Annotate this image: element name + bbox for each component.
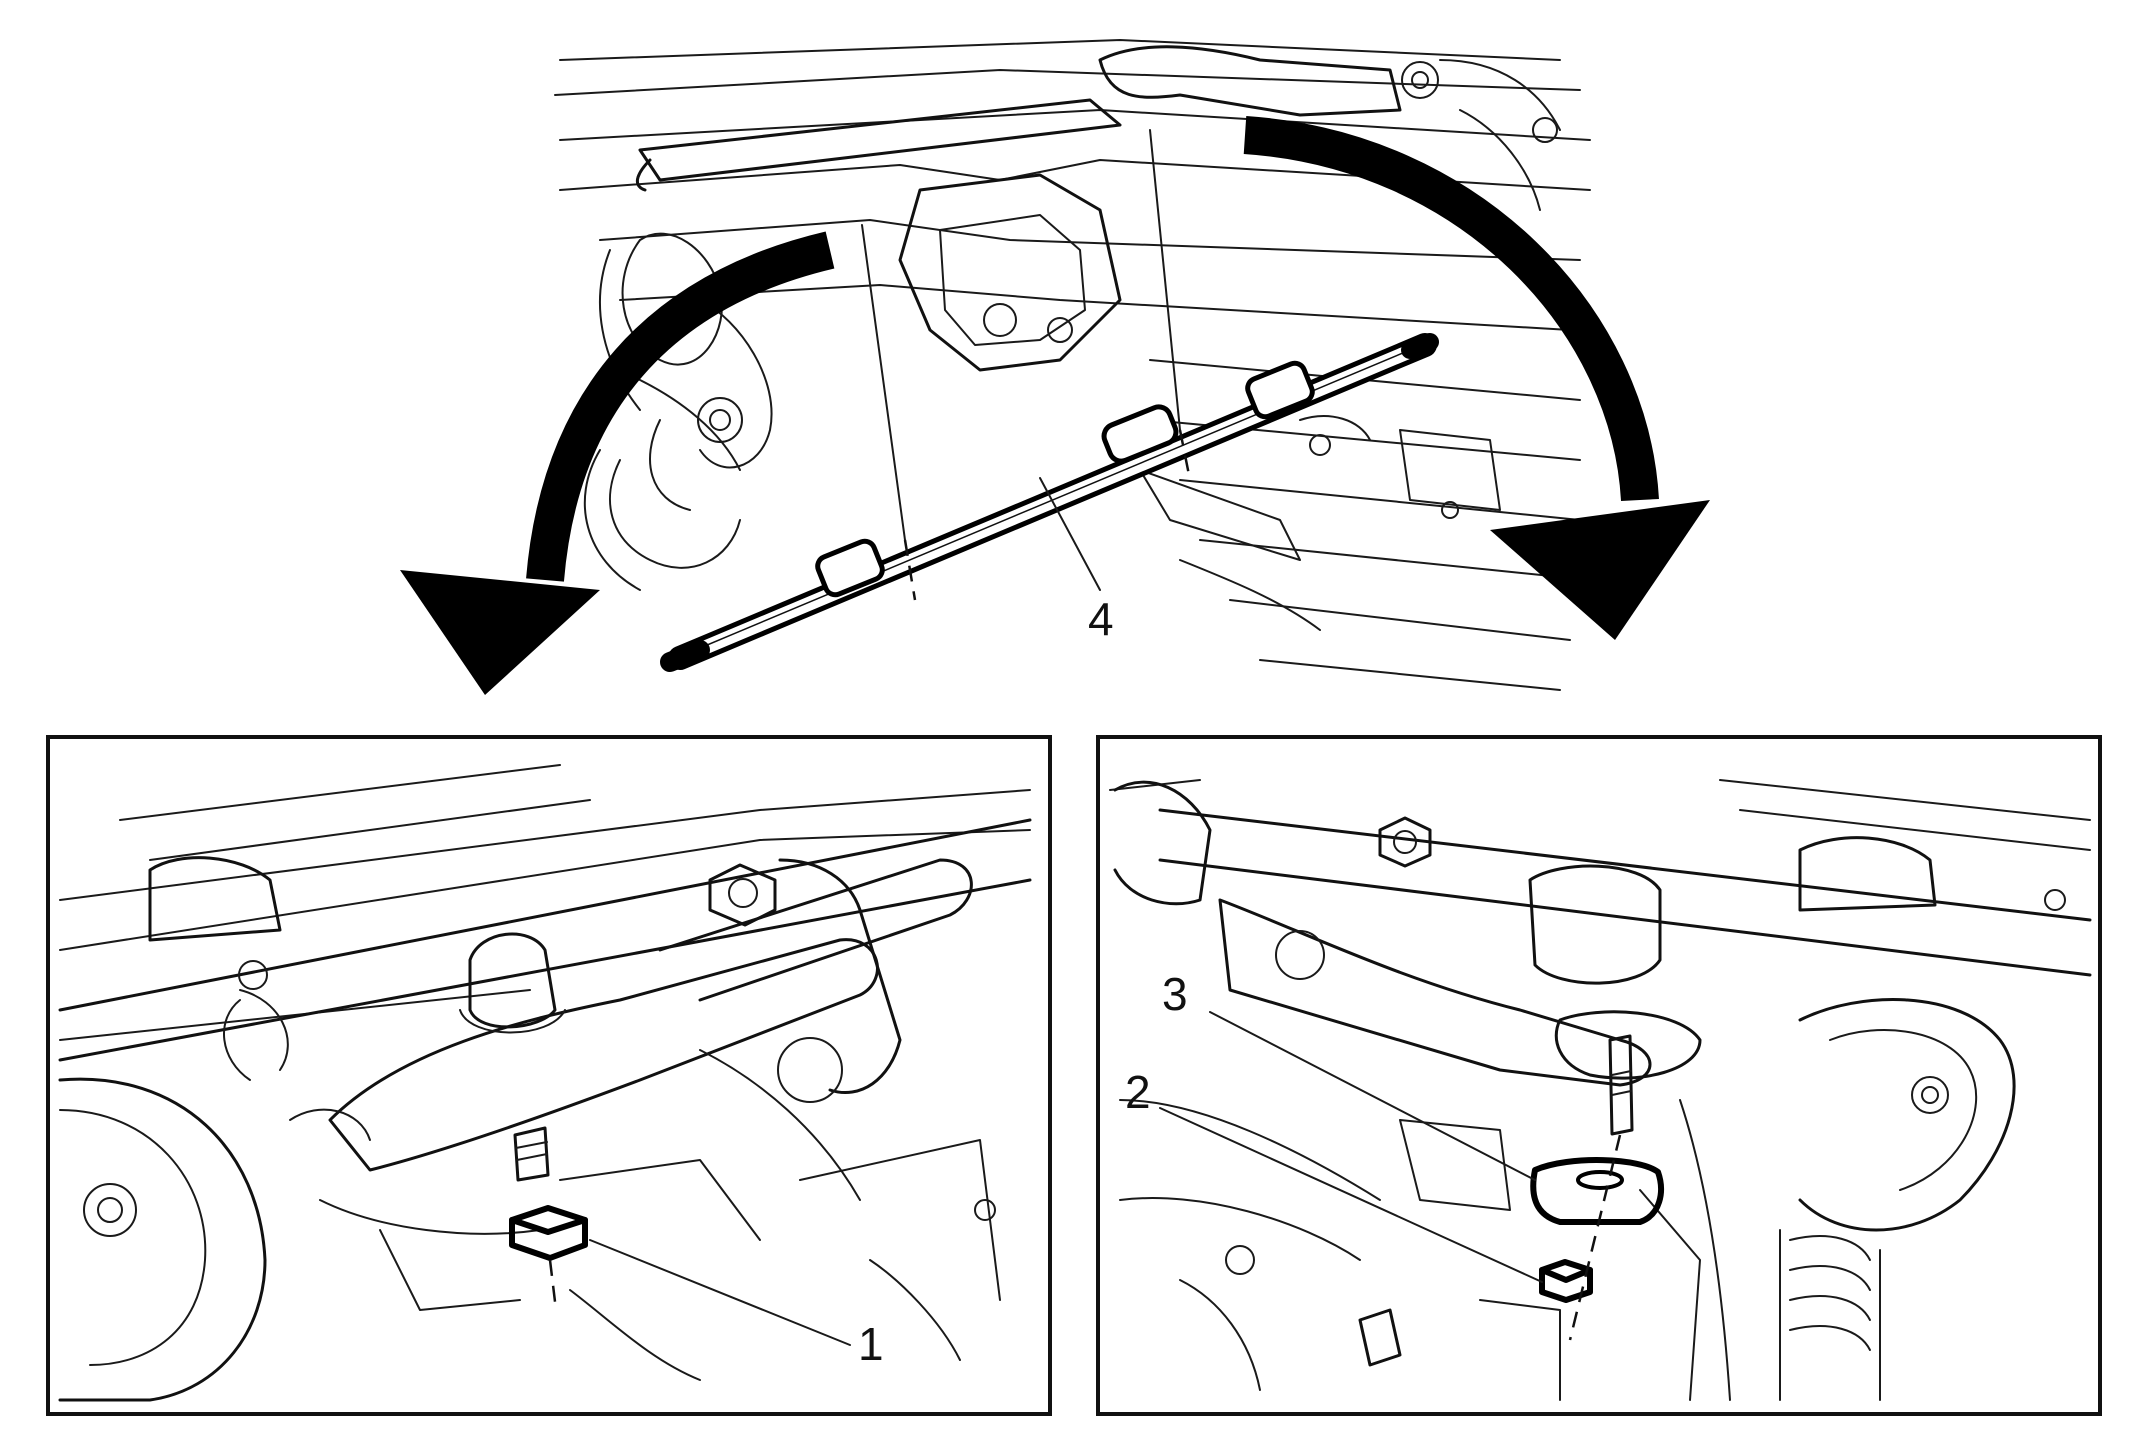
alignment-dash-left [903, 539, 917, 601]
detail-frame-left [46, 735, 1052, 1416]
nut-highlight-1 [509, 1205, 588, 1261]
alignment-dash-stack [1568, 1134, 1622, 1341]
callout-2: 2 [1125, 1066, 1151, 1118]
leader-line-2 [1159, 1107, 1543, 1283]
detail-left-linework [58, 764, 1032, 1402]
underbody-linework [554, 39, 1591, 691]
detail-panel-right: 3 2 [1096, 735, 2102, 1416]
leader-line-1 [589, 1239, 851, 1346]
callout-4: 4 [1088, 593, 1114, 645]
nut-highlight-2 [1539, 1259, 1593, 1303]
callout-3: 3 [1162, 968, 1188, 1020]
stabilizer-link-rod [660, 333, 1439, 672]
callout-1: 1 [858, 1318, 884, 1370]
detail-panel-left: 1 [46, 735, 1052, 1416]
alignment-dash-right [1178, 429, 1192, 481]
top-underbody-view: 4 [400, 39, 1710, 695]
guide-line-right [1149, 129, 1181, 431]
removal-arrow-right [1243, 116, 1710, 640]
removal-arrow-left [400, 231, 835, 695]
alignment-dash-nut-1 [548, 1259, 558, 1311]
leader-line-3 [1209, 1011, 1536, 1181]
guide-line-left [861, 224, 906, 541]
leader-line-4 [1039, 477, 1101, 591]
detail-right-linework [1109, 779, 2092, 1401]
